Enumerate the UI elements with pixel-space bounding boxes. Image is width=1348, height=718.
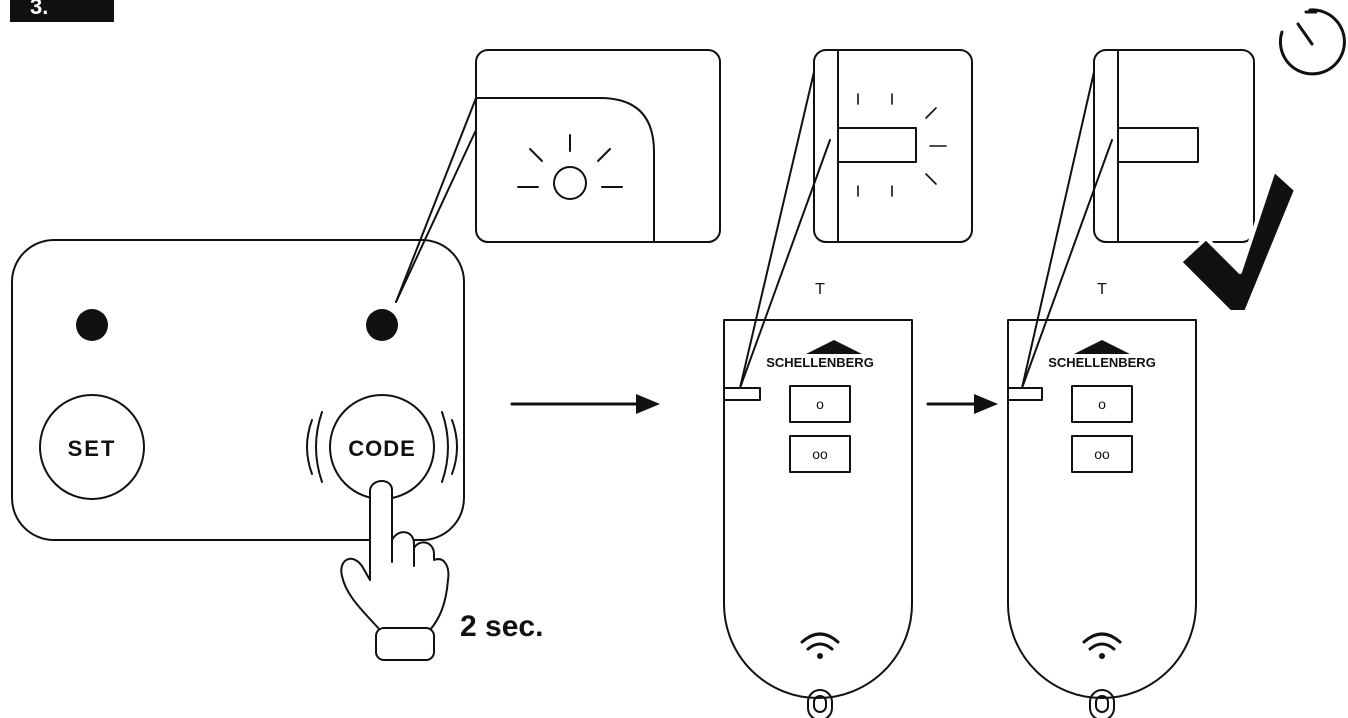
remote-2-button-label: T [1097, 281, 1107, 298]
blink-marks [857, 93, 947, 197]
code-button-label: CODE [348, 436, 416, 461]
remote-2-led-zoom-callout [1021, 49, 1255, 389]
arrow-right-icon [510, 394, 660, 414]
remote-control-2: SCHELLENBERG o oo [1007, 319, 1197, 718]
remote-2-hanging-loop [1089, 689, 1115, 718]
sun-blink-icon [517, 134, 623, 200]
step-number-badge: 3. [10, 0, 114, 22]
remote-2-button-down-label: oo [1094, 446, 1110, 462]
checkmark-icon [1178, 168, 1298, 314]
remote-1-button-down[interactable]: oo [789, 435, 851, 473]
remote-1-button-label: T [815, 281, 825, 298]
remote-1-led-zoom-callout [739, 49, 973, 389]
press-vibration-marks [306, 411, 458, 483]
remote-2-button-up[interactable]: o [1071, 385, 1133, 423]
wifi-icon [1082, 632, 1122, 659]
hold-duration-label: 2 sec. [460, 610, 543, 643]
step-number: 3. [30, 0, 49, 19]
remote-1-button-up[interactable]: o [789, 385, 851, 423]
remote-2-led [1007, 387, 1043, 401]
set-button-label: SET [68, 436, 117, 461]
led-zoom-callout [395, 49, 721, 303]
remote-1-brand: SCHELLENBERG [766, 355, 874, 370]
receiver-panel: SET CODE [11, 239, 465, 541]
remote-2-button-down[interactable]: oo [1071, 435, 1133, 473]
set-button[interactable]: SET [39, 394, 145, 500]
remote-2-button-up-label: o [1098, 396, 1106, 412]
hand-press-icon [340, 480, 450, 661]
remote-1-button-up-label: o [816, 396, 824, 412]
arrow-right-icon [926, 394, 998, 414]
remote-1-button-down-label: oo [812, 446, 828, 462]
wifi-icon [800, 632, 840, 659]
remote-1-hanging-loop [807, 689, 833, 718]
timer-icon [1278, 8, 1346, 76]
remote-control-1: SCHELLENBERG o oo [723, 319, 913, 718]
remote-2-brand: SCHELLENBERG [1048, 355, 1156, 370]
set-led [76, 309, 108, 341]
code-led [366, 309, 398, 341]
remote-1-led [723, 387, 761, 401]
